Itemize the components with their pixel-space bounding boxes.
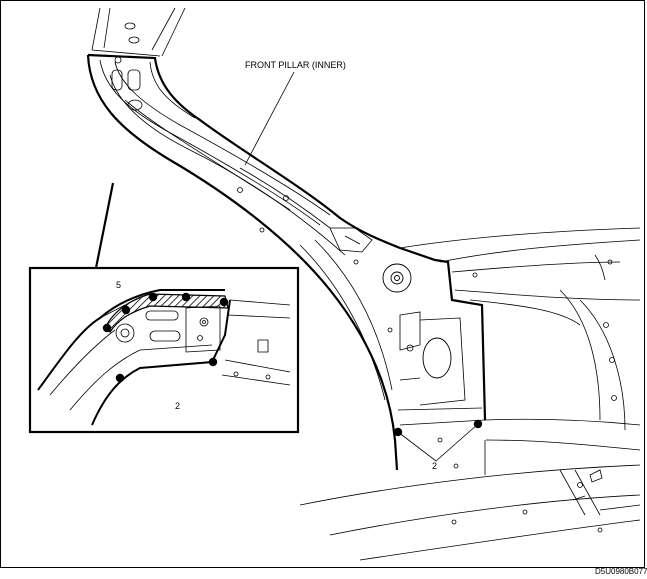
weld-point bbox=[208, 357, 218, 367]
callout-2-main-label: 2 bbox=[432, 461, 438, 471]
callout-5-label: 5 bbox=[116, 280, 122, 290]
inset-detail bbox=[28, 266, 300, 434]
front-pillar bbox=[86, 53, 487, 471]
spot-weld-markers bbox=[102, 292, 483, 437]
front-pillar-inner-label: FRONT PILLAR (INNER) bbox=[245, 60, 346, 70]
callout-2-inset-label: 2 bbox=[175, 401, 181, 411]
weld-point bbox=[115, 373, 125, 383]
weld-point bbox=[473, 419, 483, 429]
figure-code-label: D5U0980B077 bbox=[595, 567, 647, 576]
weld-point bbox=[219, 297, 229, 307]
roof-rail-upper bbox=[91, 7, 186, 57]
door-opening-right bbox=[299, 227, 641, 561]
weld-point bbox=[148, 292, 158, 302]
hatched-weld-area bbox=[105, 293, 229, 334]
inset-pointer-line bbox=[94, 182, 115, 269]
weld-point bbox=[121, 305, 131, 315]
weld-point bbox=[393, 427, 403, 437]
figure-frame bbox=[0, 0, 645, 568]
weld-point bbox=[102, 323, 112, 333]
weld-point bbox=[181, 292, 191, 302]
